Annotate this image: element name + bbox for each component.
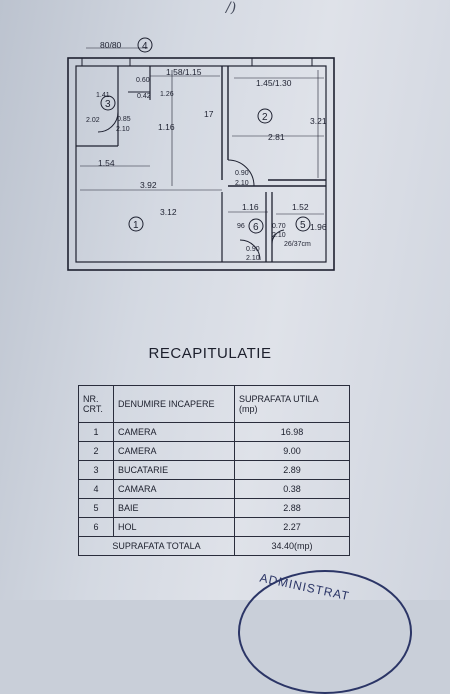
floor-plan: 80/80 1.58/1.15 1.45/1.30 1.41 0.42 0.60… [67, 37, 335, 271]
dim-room2-h: 3.21 [310, 116, 327, 126]
dim-room1-left: 1.54 [98, 158, 115, 168]
table-row: 6 HOL 2.27 [78, 517, 350, 537]
dim-hall-h: 1.26 [160, 91, 174, 98]
dim-kitchen-door-h: 2.10 [116, 126, 130, 133]
dim-kitchen-door: 0.85 [117, 116, 131, 123]
cell-area: 2.89 [234, 460, 350, 480]
dim-hall-door: 1.58/1.15 [166, 67, 202, 77]
dim-hall-mid: 1.16 [158, 122, 175, 132]
dim-top-width: 80/80 [100, 40, 122, 50]
kitchen-door-swing [97, 111, 119, 133]
table-row: 2 CAMERA 9.00 [78, 441, 350, 461]
cell-name: CAMERA [113, 422, 235, 442]
dim-room2-door-h: 2.10 [235, 180, 249, 187]
room2-door-swing [227, 159, 255, 187]
room-label-2: 2 [262, 112, 268, 123]
cell-area: 16.98 [234, 422, 350, 442]
room-label-6: 6 [253, 222, 259, 233]
cell-nr: 4 [78, 479, 114, 499]
header-crt-label: CRT. [83, 404, 103, 414]
dim-room1-w: 3.92 [140, 180, 157, 190]
dim-entry-door: 0.90 [246, 246, 260, 253]
outer-wall [67, 57, 335, 271]
table-row: 1 CAMERA 16.98 [78, 422, 350, 442]
cell-name: BUCATARIE [113, 460, 235, 480]
dim-hol-h: 96 [237, 223, 245, 230]
dim-bath-w: 1.52 [292, 202, 309, 212]
header-name: DENUMIRE INCAPERE [113, 385, 235, 423]
room-label-5: 5 [300, 220, 306, 231]
dim-bath-door-h: 2.10 [272, 232, 286, 239]
dim-pantry-door: 0.60 [136, 77, 150, 84]
dim-kitchen-h: 2.02 [86, 117, 100, 124]
cell-nr: 5 [78, 498, 114, 518]
header-nr: NR. CRT. [78, 385, 114, 423]
dim-wall17: 17 [204, 109, 214, 119]
total-row: SUPRAFATA TOTALA 34.40(mp) [78, 536, 350, 556]
dim-hol-w: 1.16 [242, 202, 259, 212]
header-unit-label: (mp) [239, 404, 258, 414]
header-nr-label: NR. [83, 394, 99, 404]
total-label: SUPRAFATA TOTALA [78, 536, 235, 556]
cell-area: 9.00 [234, 441, 350, 461]
handwritten-mark: /) [226, 0, 237, 16]
dim-pantry-h: 0.42 [137, 93, 151, 100]
dim-room2-door: 0.90 [235, 170, 249, 177]
cell-nr: 6 [78, 517, 114, 537]
inner-wall [75, 65, 327, 263]
cell-area: 2.27 [234, 517, 350, 537]
recap-title: RECAPITULATIE [148, 345, 272, 362]
cell-nr: 1 [78, 422, 114, 442]
table-header-row: NR. CRT. DENUMIRE INCAPERE SUPRAFATA UTI… [78, 385, 350, 423]
recap-table: NR. CRT. DENUMIRE INCAPERE SUPRAFATA UTI… [78, 385, 350, 556]
total-value: 34.40(mp) [234, 536, 350, 556]
table-row: 5 BAIE 2.88 [78, 498, 350, 518]
table-row: 3 BUCATARIE 2.89 [78, 460, 350, 480]
dim-bath-h: 1.96 [310, 222, 327, 232]
dim-room1-h: 3.12 [160, 207, 177, 217]
cell-area: 0.38 [234, 479, 350, 499]
cell-name: CAMERA [113, 441, 235, 461]
header-area: SUPRAFATA UTILA (mp) [234, 385, 350, 423]
dim-room2-w: 2.81 [268, 132, 285, 142]
dim-entry-door-h: 2.10 [246, 255, 260, 262]
cell-nr: 3 [78, 460, 114, 480]
cell-name: HOL [113, 517, 235, 537]
cell-name: BAIE [113, 498, 235, 518]
room-label-1: 1 [133, 220, 139, 231]
cell-area: 2.88 [234, 498, 350, 518]
dim-pantry-w: 1.41 [96, 92, 110, 99]
room-label-3: 3 [105, 99, 111, 110]
dim-bath-window: 26/37cm [284, 241, 311, 248]
room-label-4: 4 [142, 41, 148, 52]
header-area-label: SUPRAFATA UTILA [239, 394, 319, 404]
dim-bath-door: 0.70 [272, 223, 286, 230]
cell-nr: 2 [78, 441, 114, 461]
cell-name: CAMARA [113, 479, 235, 499]
dim-room2-window: 1.45/1.30 [256, 78, 292, 88]
table-row: 4 CAMARA 0.38 [78, 479, 350, 499]
